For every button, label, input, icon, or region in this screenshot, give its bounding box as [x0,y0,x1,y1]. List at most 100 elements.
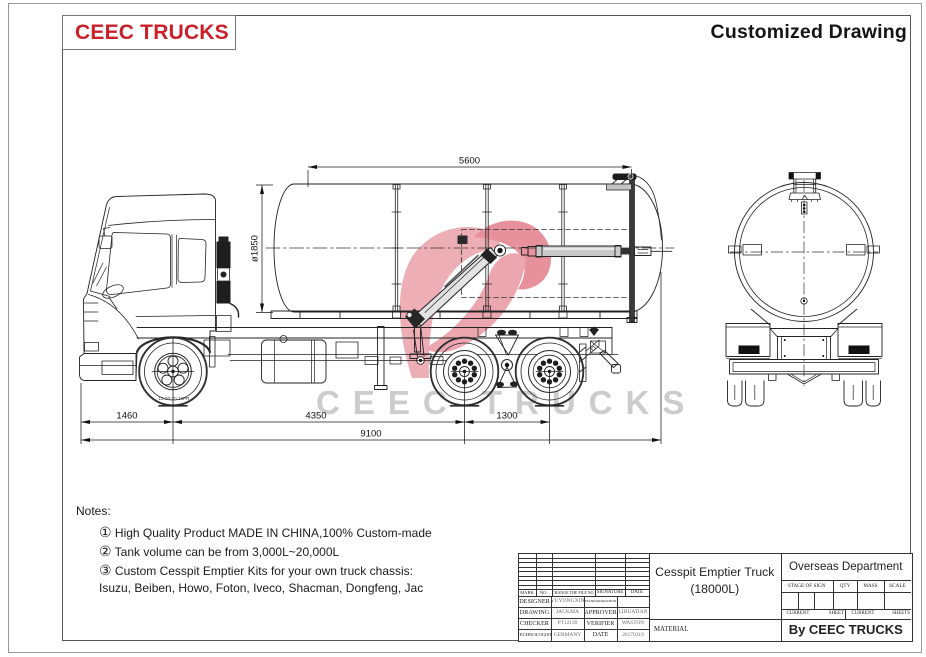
dim-tank-diameter [256,184,273,313]
watermark: CEEC TRUCKS [316,220,697,421]
door-bottom-line [135,315,216,317]
rear-undercarriage [725,308,883,385]
title-block-grid-line [551,553,553,596]
title-block-grid-line [798,592,799,609]
dim-label-4350: 4350 [305,411,326,422]
drain-port [800,297,808,305]
tb-r2-value: JACKMA [555,609,579,615]
tank-strap-2 [482,183,492,319]
tb-r3-value2: WASTON [621,620,645,626]
tb-change: CHANGE THE FILE NO. [551,589,595,595]
notes-heading: Notes: [76,504,111,518]
title-block-grid-line [518,589,649,590]
tb-stage: STAGE OF SIGN [787,583,826,589]
note-item-1: ① High Quality Product MADE IN CHINA,100… [99,524,432,540]
title-block-grid-line [780,592,911,593]
title-block-grid-line [649,618,781,620]
title-block-grid-line [780,619,911,620]
tb-r4-value2: 20170319 [622,631,644,638]
title-block-grid-line [814,592,815,609]
page-outer-border [8,3,922,653]
tb-product-1: Cesspit Emptier Truck [655,565,775,579]
tb-r4-value: GERMANY [553,631,582,638]
title-block-grid-line [518,575,649,577]
roof-visor-line [108,219,216,226]
title-block-grid-line [536,553,537,596]
mirror-arm [103,227,111,237]
tb-r1-label: DESIGNER [519,597,550,605]
manhole [788,172,821,215]
steering-wheel [102,284,124,299]
title-block-grid-line [518,595,649,597]
rear-wheel-2 [514,336,585,407]
front-bumper [79,353,137,381]
note-item-2: ② Tank volume can be from 3,000L~20,000L [99,542,340,559]
logo-box: CEEC TRUCKS [62,15,236,50]
hydraulic-cylinder [521,245,673,258]
rear-bracket [579,326,621,382]
dim-label-1460: 1460 [116,411,137,422]
dim-bottom-row [80,272,662,444]
tb-current-1: CURRENT [786,611,810,617]
wiper [92,262,104,284]
quarter-window [177,238,207,283]
tb-no: NO. [539,589,548,595]
tb-department: Overseas Department [789,560,903,573]
tb-sheets: SHEETS [892,611,910,617]
title-block-grid-line [518,562,649,563]
tank-rear-view [725,172,883,407]
chassis-equipment [203,335,463,384]
title-block-grid-line [518,580,649,581]
dim-label-1300: 1300 [496,411,517,422]
watermark-text: CEEC TRUCKS [316,384,697,421]
tire-size-label: 12.00-20 18PR [159,396,191,401]
title-block-grid-line [518,571,649,572]
title-block-grid-line [584,595,585,641]
pivot-bracket [457,235,468,244]
tb-r3-label2: VERIFIER [586,619,615,627]
notes-section: Notes: ① High Quality Product MADE IN CH… [76,504,496,599]
windshield-edge [90,207,110,292]
title-block-grid-line [649,553,650,641]
tb-signature: SIGNATURE [596,589,624,595]
cab [79,193,216,381]
rear-suspension [495,329,519,388]
fender-line [88,294,139,340]
tb-sheet: SHEET [828,611,844,617]
tb-r3-value: PT12139 [557,620,578,626]
title-block-grid-line [551,595,552,641]
mirror [98,235,113,249]
tb-material: MATERIAL [654,626,689,633]
title-block-border [518,553,913,642]
title-block-grid-line [518,557,649,559]
tb-product-2: (18000L) [690,582,740,596]
title-block-grid-line [518,584,649,586]
fuel-tank [261,339,327,384]
title-block-grid-line [518,628,649,630]
fuel-filler [279,335,288,343]
rear-wheels [727,380,881,407]
tb-r4-label: TECHNOLOGIST [518,632,551,637]
tb-qty: QTY [839,583,851,589]
tb-r2-label2: APPROVER [584,608,617,616]
title-block-grid-line [780,580,911,581]
title-block-grid-line [884,580,885,609]
rear-wheel-1 [429,336,500,407]
truck-side-view [79,173,675,407]
title-block: MARK NO.CHANGE THE FILE NO.SIGNATURE DATE D… [518,553,913,642]
tb-r1-label2: STANDARDIZATION [584,599,617,603]
title-block-grid-line [518,617,649,619]
dim-label-5600: 5600 [459,156,480,167]
tb-r4-label2: DATE [592,631,609,638]
door-window [106,232,171,295]
title-block-grid-line [518,566,649,568]
hidden-housing [461,229,631,298]
tb-r2-value2: LIHUATIAN [618,609,648,615]
tb-date: DATE [630,589,644,595]
battery-box [335,341,359,359]
tb-r2-label: DRAWING [519,608,550,616]
tb-mark: MARK [520,589,534,595]
dimension-lines [80,165,662,444]
